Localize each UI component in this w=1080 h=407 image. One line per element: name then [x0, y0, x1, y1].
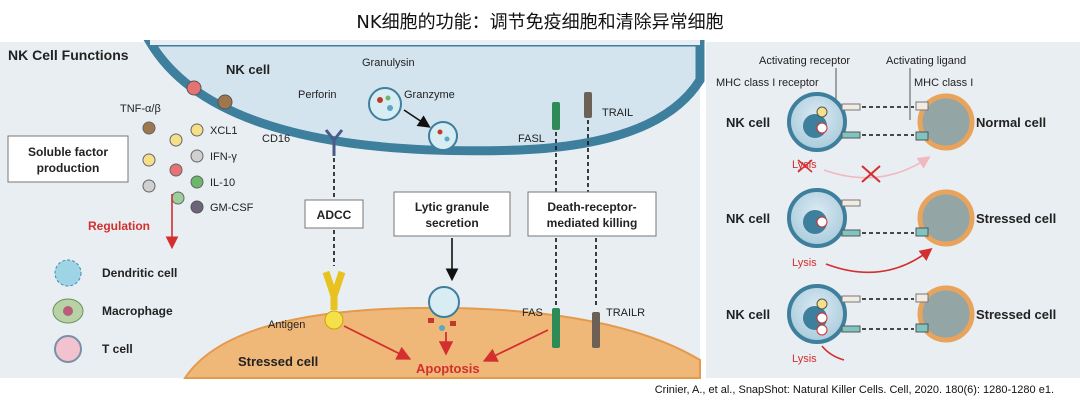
activating-receptor-label: Activating receptor	[759, 55, 850, 67]
granule-vesicle	[368, 87, 402, 121]
cd16-receptor	[324, 129, 344, 156]
cytokine-gmcsf: GM-CSF	[210, 202, 254, 214]
right-panel-bg	[706, 42, 1080, 378]
tnf-label: TNF-α/β	[120, 103, 161, 115]
apoptosis-label: Apoptosis	[416, 361, 480, 376]
recognition-row-2: NK cell Stressed cell Lysis	[726, 188, 1056, 274]
lytic-box-line1: Lytic granule	[415, 200, 490, 214]
lytic-granule-box	[393, 191, 511, 237]
stressed-cell-label: Stressed cell	[238, 354, 318, 369]
granule-fusing	[428, 121, 458, 151]
cd16-label: CD16	[262, 133, 290, 145]
recognition-row-3: NK cell Stressed cell Lysis	[726, 284, 1056, 365]
regulated-dendritic: Dendritic cell	[102, 266, 177, 280]
row3-right-label: Stressed cell	[976, 307, 1056, 322]
il10-dot	[190, 175, 204, 189]
row3-left-label: NK cell	[726, 307, 770, 322]
antigen-label: Antigen	[268, 319, 305, 331]
granulysin-label: Granulysin	[362, 57, 415, 69]
granule-released	[428, 286, 460, 318]
adcc-box	[304, 199, 364, 229]
page-title: NK细胞的功能：调节免疫细胞和清除异常细胞	[356, 12, 724, 33]
row1-left-label: NK cell	[726, 115, 770, 130]
tnf-alpha-dot	[186, 80, 202, 96]
nk-functions-diagram: NK Cell Functions NK cell TNF-α/β Solubl…	[0, 40, 1080, 379]
regulated-macrophage: Macrophage	[102, 304, 173, 318]
antibody-icon	[322, 270, 346, 310]
trail-ligand	[584, 92, 592, 118]
trail-label: TRAIL	[602, 107, 633, 119]
cytokine-xcl1: XCL1	[210, 125, 238, 137]
row3-lysis-label: Lysis	[792, 353, 817, 365]
trailr-receptor	[592, 312, 600, 348]
perforin-label: Perforin	[298, 89, 337, 101]
soluble-factor-box	[7, 135, 129, 183]
regulated-t-cell: T cell	[102, 342, 133, 356]
left-panel-heading: NK Cell Functions	[8, 47, 129, 63]
nk-cell-membrane	[143, 40, 705, 156]
row2-lysis-label: Lysis	[792, 257, 817, 269]
soluble-box-line1: Soluble factor	[28, 145, 108, 159]
cytokine-il10: IL-10	[210, 177, 235, 189]
recognition-row-1: NK cell Normal cell Lysis	[726, 92, 1046, 183]
row2-right-label: Stressed cell	[976, 211, 1056, 226]
mhc-receptor-label: MHC class I receptor	[716, 77, 819, 89]
fasl-ligand	[552, 102, 560, 130]
death-box-line2: mediated killing	[547, 216, 638, 230]
gmcsf-dot	[190, 200, 204, 214]
cytokine-ifn-gamma: IFN-γ	[210, 151, 237, 163]
granzyme-label: Granzyme	[404, 89, 455, 101]
regulation-label: Regulation	[88, 219, 150, 233]
adcc-label: ADCC	[317, 208, 352, 222]
t-cell-icon	[54, 335, 82, 363]
tnf-beta-dot	[217, 94, 233, 110]
mhc-class-label: MHC class I	[914, 77, 973, 89]
death-receptor-box	[527, 191, 657, 237]
row2-left-label: NK cell	[726, 211, 770, 226]
trailr-label: TRAILR	[606, 307, 645, 319]
death-box-line1: Death-receptor-	[547, 200, 636, 214]
lytic-box-line2: secretion	[425, 216, 478, 230]
activating-ligand-label: Activating ligand	[886, 55, 966, 67]
nk-cell-label: NK cell	[226, 62, 270, 77]
row1-right-label: Normal cell	[976, 115, 1046, 130]
citation: Crinier, A., et al., SnapShot: Natural K…	[654, 384, 1054, 396]
soluble-box-line2: production	[37, 161, 100, 175]
dendritic-cell-icon	[54, 259, 82, 287]
xcl1-dot	[190, 123, 204, 137]
fas-receptor	[552, 308, 560, 348]
fasl-label: FASL	[518, 133, 545, 145]
fas-label: FAS	[522, 307, 543, 319]
antigen-icon	[324, 310, 344, 330]
ifn-gamma-dot	[190, 149, 204, 163]
